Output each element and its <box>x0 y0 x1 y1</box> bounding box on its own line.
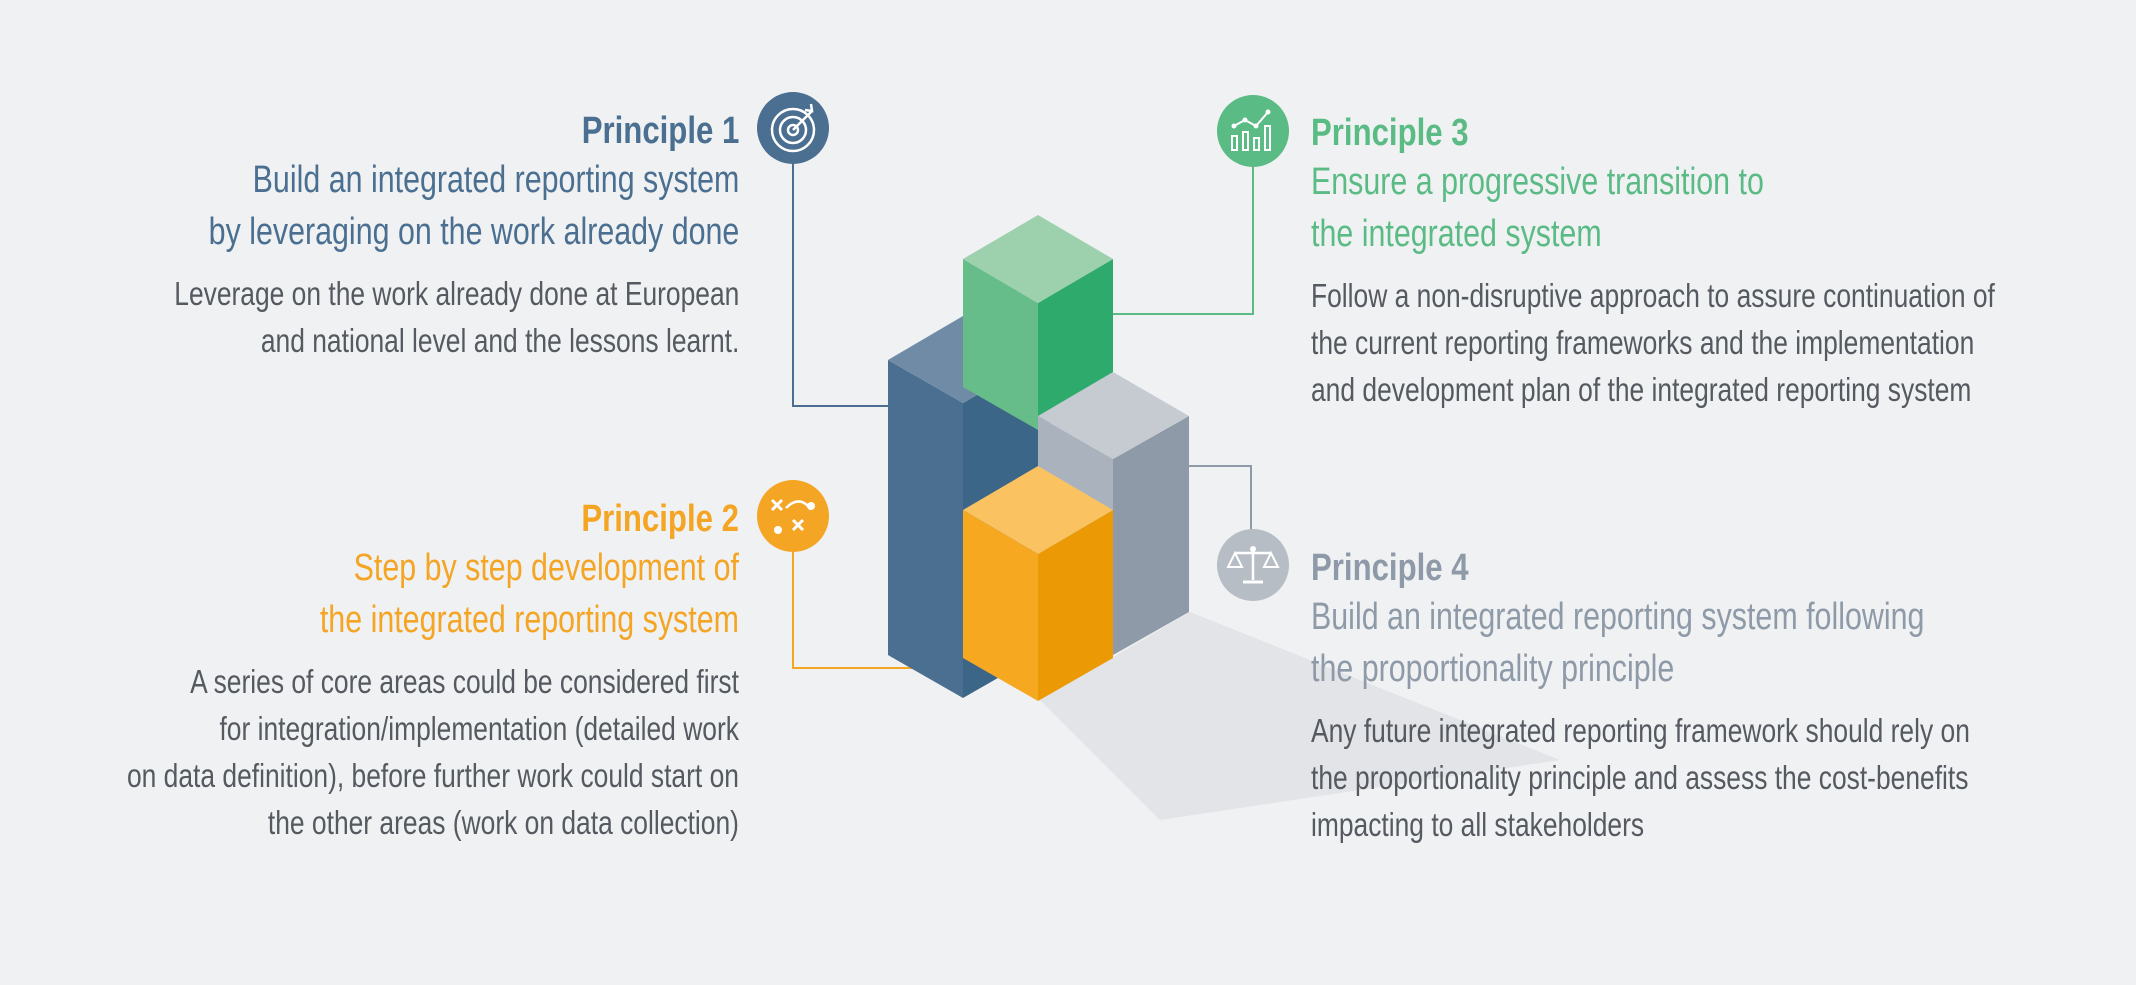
blocks-shadow <box>1040 612 1560 820</box>
principle-2-block: Principle 2 Step by step development of … <box>0 496 739 846</box>
strategy-icon <box>757 480 829 552</box>
connector-principle-3 <box>1113 166 1254 315</box>
principle-3-number: Principle 3 <box>1311 112 1469 154</box>
principle-3-description: Follow a non-disruptive approach to assu… <box>1311 277 1995 408</box>
principle-2-description: A series of core areas could be consider… <box>127 663 739 841</box>
principle-4-description: Any future integrated reporting framewor… <box>1311 712 1970 843</box>
principle-4-subtitle: Build an integrated reporting system fol… <box>1311 596 1925 690</box>
connector-principle-4 <box>1189 465 1252 533</box>
principle-1-description: Leverage on the work already done at Eur… <box>173 275 739 359</box>
principle-2-number: Principle 2 <box>581 498 739 540</box>
principle-4-number: Principle 4 <box>1311 547 1469 589</box>
principle-3-block: Principle 3 Ensure a progressive transit… <box>1311 110 2136 413</box>
principle-1-block: Principle 1 Build an integrated reportin… <box>33 108 739 364</box>
connector-principle-1 <box>792 160 888 407</box>
block-orange <box>963 466 1113 701</box>
principle-2-subtitle: Step by step development of the integrat… <box>319 547 739 641</box>
principle-4-block: Principle 4 Build an integrated reportin… <box>1311 545 2135 848</box>
balance-scale-icon <box>1217 529 1289 601</box>
growth-chart-icon <box>1217 95 1289 167</box>
target-icon <box>757 92 829 164</box>
principle-1-number: Principle 1 <box>581 110 739 152</box>
principle-1-subtitle: Build an integrated reporting system by … <box>208 159 740 253</box>
principle-3-subtitle: Ensure a progressive transition to the i… <box>1311 161 1764 255</box>
